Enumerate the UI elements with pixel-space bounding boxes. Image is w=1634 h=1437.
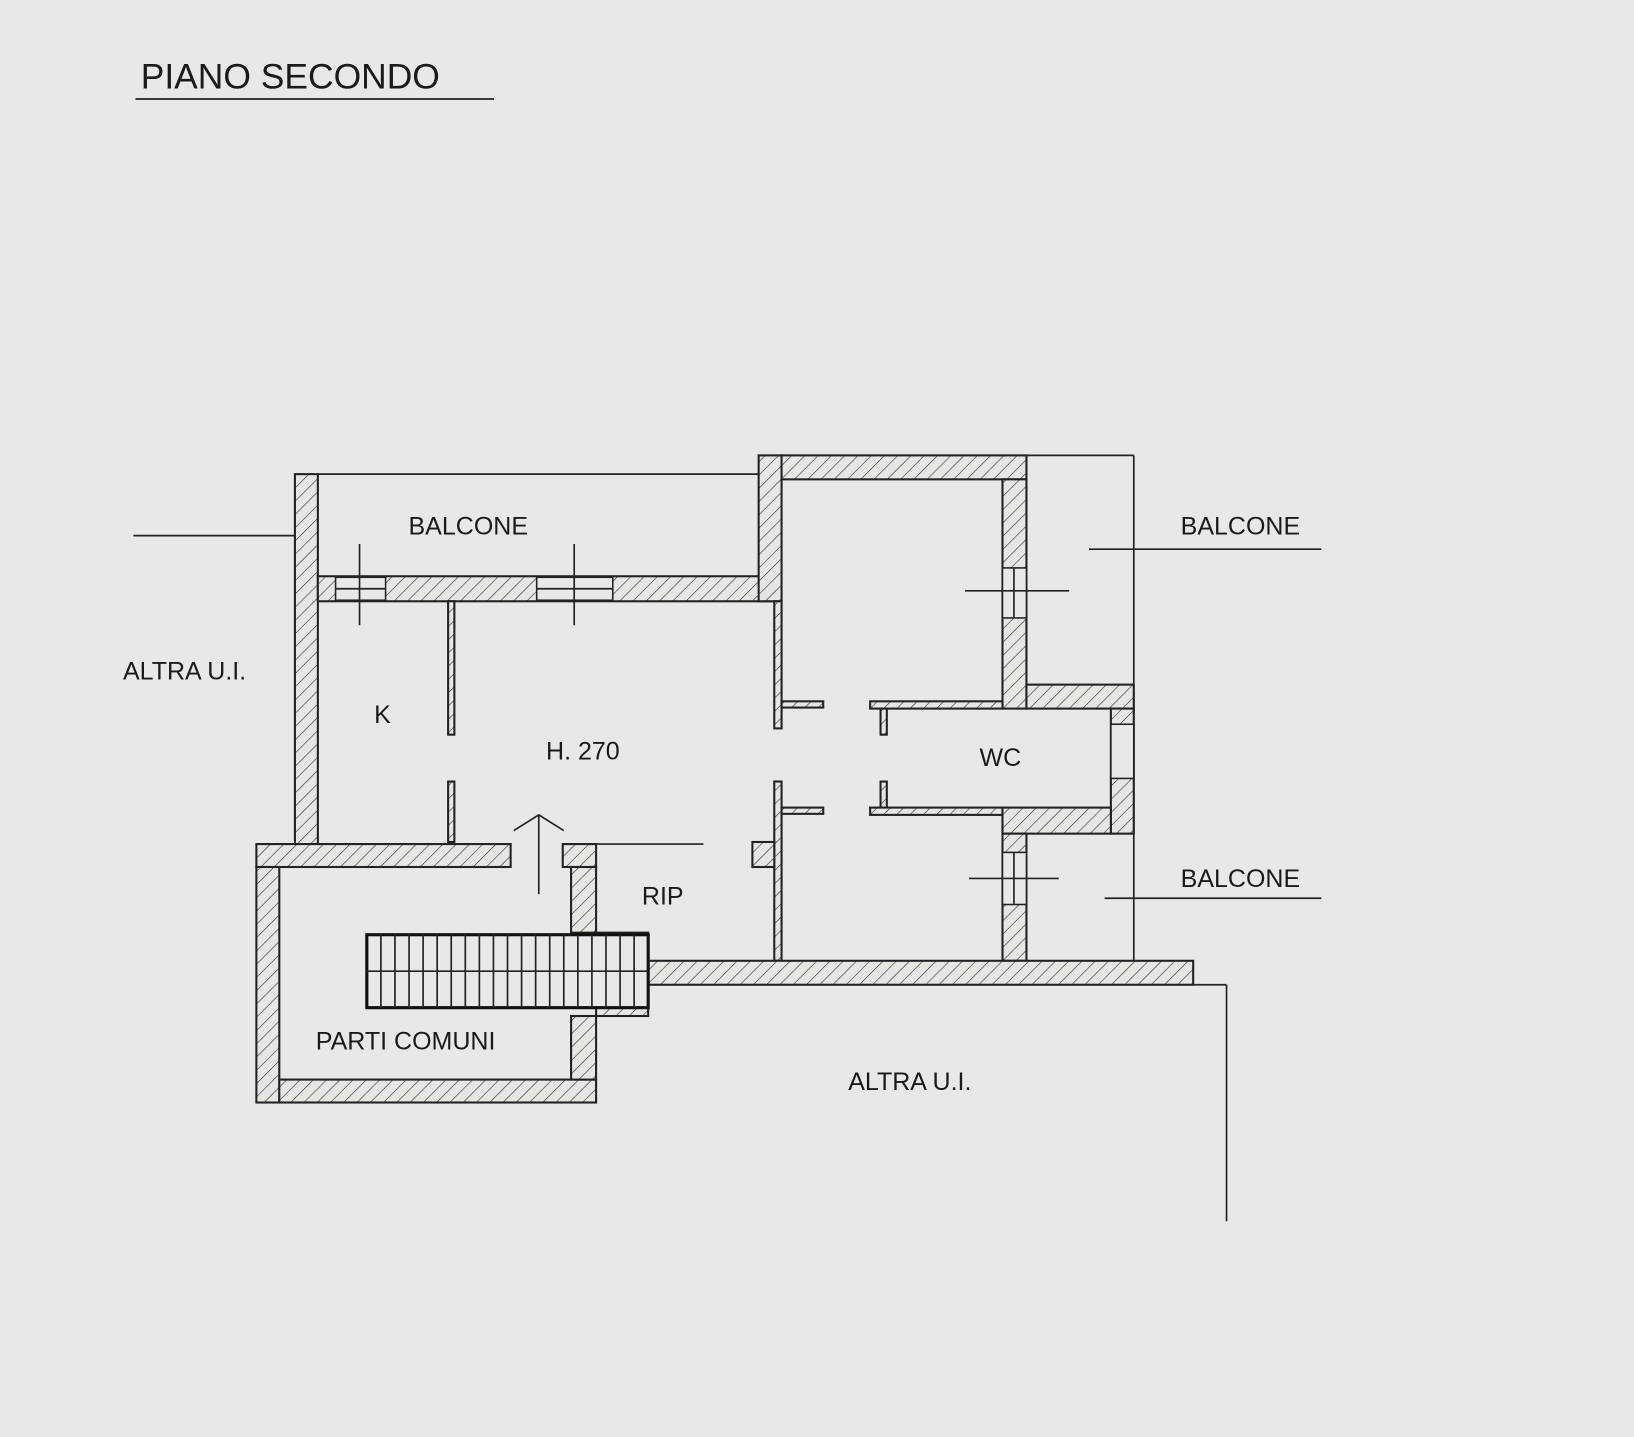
label-altra-ui-bottom: ALTRA U.I. bbox=[848, 1068, 971, 1096]
label-kitchen: K bbox=[374, 701, 391, 729]
label-height: H. 270 bbox=[546, 738, 620, 766]
label-wc: WC bbox=[980, 744, 1022, 772]
label-parti-comuni: PARTI COMUNI bbox=[316, 1027, 496, 1055]
label-altra-ui-left: ALTRA U.I. bbox=[123, 657, 246, 685]
staircase bbox=[365, 933, 650, 1010]
label-rip: RIP bbox=[642, 883, 684, 911]
label-balcone-right-bottom: BALCONE bbox=[1181, 865, 1300, 893]
label-balcone-top: BALCONE bbox=[409, 513, 528, 541]
entrance-arrow-icon bbox=[513, 813, 565, 895]
plan-title: PIANO SECONDO bbox=[141, 57, 440, 97]
label-balcone-right-top: BALCONE bbox=[1181, 513, 1300, 541]
walls bbox=[255, 454, 1228, 1222]
